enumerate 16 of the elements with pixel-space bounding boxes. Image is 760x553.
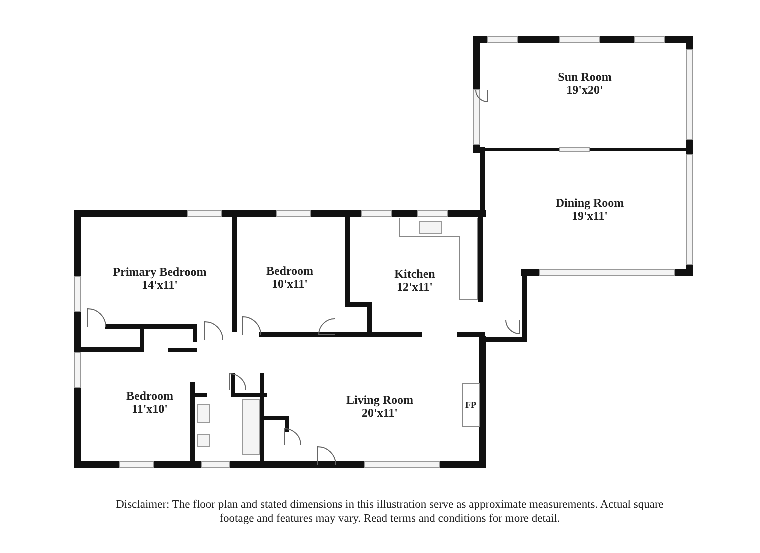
disclaimer-text: Disclaimer: The floor plan and stated dimensions in this illustration serve as approximate measurements. Actual square footage and features may vary. Read terms and conditions for more detail.	[115, 498, 665, 526]
room-name: Bedroom	[266, 265, 314, 278]
room-name: Primary Bedroom	[113, 266, 207, 279]
room-dimensions: 20'x11'	[362, 407, 398, 420]
room-name: Bedroom	[126, 390, 174, 403]
room-dimensions: 10'x11'	[272, 278, 308, 291]
room-name: Sun Room	[558, 71, 612, 84]
room-name: Living Room	[346, 394, 414, 407]
room-dimensions: 19'x11'	[572, 210, 608, 223]
room-dimensions: 12'x11'	[396, 281, 433, 294]
room-dimensions: 11'x10'	[132, 403, 168, 416]
fireplace: FP	[462, 383, 480, 427]
room-dimensions: 19'x20'	[566, 84, 604, 97]
room-dimensions: 14'x11'	[142, 279, 178, 292]
room-name: Dining Room	[556, 197, 624, 210]
room-name: Kitchen	[394, 268, 436, 281]
